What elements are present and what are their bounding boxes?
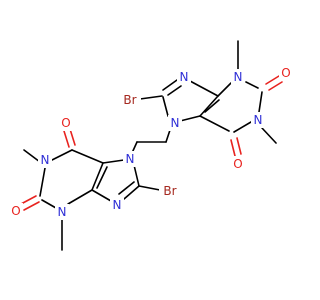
bond-n3-c4-bot <box>67 189 93 205</box>
bond-c8-n-bot-2 <box>118 181 135 195</box>
bond-n7-c5-top <box>179 115 201 122</box>
molecule-canvas: Br N N N N O O N N N N O O Br <box>11 40 291 251</box>
atom-n3-top: N <box>234 70 243 84</box>
bond-n7-c8-bot <box>133 164 140 187</box>
bond-c6-o-bot-2 <box>69 128 76 146</box>
bond-c4-c5-bot-2 <box>96 166 108 189</box>
atom-n7-top: N <box>171 116 180 130</box>
bond-c6-o-top <box>230 139 236 157</box>
bond-c6-c5-top <box>199 115 230 132</box>
atom-o6-bot: O <box>61 116 70 130</box>
bond-c8-br-top <box>139 95 163 100</box>
bond-c6-o-top-2 <box>236 137 242 155</box>
bond-c5-c4-top <box>199 95 219 117</box>
bond-c2-o-bot-2 <box>23 201 40 211</box>
bond-c2-n3-bot <box>41 199 57 209</box>
bond-c4-n-top <box>189 80 219 97</box>
bond-c8-br-bot <box>138 185 161 191</box>
bond-c2-o-top <box>265 75 280 85</box>
bond-n7-c5-bot <box>102 159 125 164</box>
atom-n9-bot: N <box>113 198 122 212</box>
bond-c8-n-bot <box>123 185 140 200</box>
atom-o2-top: O <box>281 66 290 80</box>
bond-n1-methyl-bot <box>23 149 41 163</box>
atom-o2-bot: O <box>11 204 20 218</box>
bond-n-c8-top <box>162 79 178 91</box>
bond-c2-n1-top <box>258 91 263 113</box>
atom-n1-top: N <box>254 113 263 127</box>
bond-c6-n1-bot <box>51 149 73 161</box>
bond-n1-c2-bot <box>39 167 46 197</box>
atom-br-top: Br <box>123 93 136 107</box>
bond-n1-c6-top <box>233 121 252 133</box>
bond-c2-o-bot <box>20 195 37 205</box>
bond-n9-c2-top <box>245 81 259 89</box>
atom-br-bot: Br <box>163 184 176 198</box>
bond-c5-c4-top-2 <box>204 99 220 113</box>
bond-n-c8-top-2 <box>167 85 182 96</box>
bond-n-c4-bot <box>91 189 112 202</box>
atom-n9-top: N <box>180 70 189 84</box>
bond-n1-methyl-top <box>261 127 277 144</box>
bond-n9-c4-top <box>217 82 232 97</box>
molecule-structure: Br N N N N O O N N N N O O Br <box>11 40 291 251</box>
bond-c2-o-top-2 <box>268 81 283 91</box>
atom-o6-top: O <box>233 157 242 171</box>
bond-n7-ch2-top <box>165 129 171 143</box>
bond-c4-c5-bot <box>91 162 104 191</box>
bond-c8-n7-top <box>162 96 169 117</box>
atom-n1-bot: N <box>41 153 50 167</box>
atom-n3-bot: N <box>58 205 67 219</box>
bond-c5-c6-bot <box>71 149 104 164</box>
atom-n7-bot: N <box>126 152 135 166</box>
bond-c6-o-bot <box>63 130 70 148</box>
